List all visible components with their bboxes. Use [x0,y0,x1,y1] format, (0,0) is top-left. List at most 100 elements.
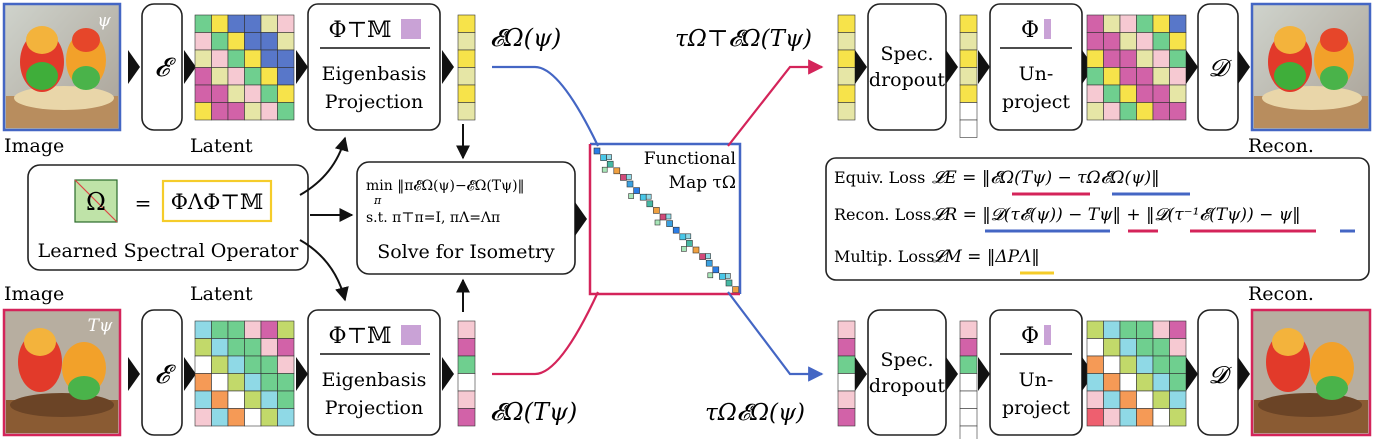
latent-cell [1136,320,1154,339]
latent-cell [211,49,229,68]
latent-cell [260,102,278,121]
projection-formula: Φ⊤𝕄 [328,324,391,349]
projection-line2: Projection [325,91,423,113]
coeff-cell [457,49,476,68]
latent-cell [211,320,229,339]
latent-cell [1136,32,1154,51]
tpsi-mark: Tψ [88,316,113,336]
latent-cell [227,320,245,339]
latent-cell [1169,67,1187,86]
coeff-cell [457,102,476,121]
latent-cell [1152,67,1170,86]
projection-line1: Eigenbasis [322,63,427,85]
encoder-box-bottom [141,309,183,436]
coeff-cell [837,355,856,374]
latent-grid-top [194,14,295,121]
latent-cell [1086,373,1104,392]
latent-cell [194,338,212,357]
latent-cell [260,14,278,33]
latent-cell [277,32,295,51]
fmap-cell [685,233,692,240]
unproject-line2: project [1002,397,1070,419]
latent-cell [227,32,245,51]
latent-cell [1136,373,1154,392]
latent-cell [260,408,278,427]
dropout-line2: dropout [869,69,946,91]
coeff-cell [837,408,856,427]
fmap-cell [666,220,673,227]
fmap-cell [686,240,693,247]
latent-cell [194,408,212,427]
latent-cell [277,390,295,409]
chevron-icon [1238,357,1250,391]
latent-cell [1086,49,1104,68]
latent-cell [211,355,229,374]
latent-cell [1136,390,1154,409]
coeff-cell [457,373,476,392]
dropout-box-top [867,3,947,131]
latent-cell [1086,67,1104,86]
latent-cell [1152,32,1170,51]
latent-cell [260,67,278,86]
latent-cell [1086,408,1104,427]
latent-cell [244,338,262,357]
latent-cell [1169,320,1187,339]
fmap-cell [681,246,687,252]
fmap-cell [679,233,687,241]
latent-cell [260,338,278,357]
chevron-icon [855,50,867,84]
latent-cell [211,408,229,427]
fmap-cell [639,193,647,201]
latent-grid-bottom [194,320,295,427]
coeff-cell [959,84,978,103]
projection-formula: Φ⊤𝕄 [328,18,391,43]
chevron-icon [1186,50,1198,84]
latent-cell [1152,408,1170,427]
latent-cell [1152,320,1170,339]
latent-cell [194,14,212,33]
latent-cell [211,32,229,51]
loss-formula-recon: 𝓛R = ‖𝓓(τ𝓔(ψ)) − Tψ‖ + ‖𝓓(τ⁻¹𝓔(Tψ)) − ψ‖ [932,205,1301,225]
latent-cell [1119,32,1137,51]
latent-cell [1169,14,1187,33]
coeff-cell [959,320,978,339]
latent-cell [277,84,295,103]
latent-cell [1086,32,1104,51]
fmap-cell [712,266,720,274]
latent-cell [1086,320,1104,339]
fmap-cell [672,226,680,234]
input-image-psi [2,2,122,132]
latent-cell [1103,67,1121,86]
latent-cell [1103,355,1121,374]
loss-name-multip: Multip. Loss [834,247,934,266]
dropout-box-bottom [867,309,947,436]
coeff-column-bottom-right [837,320,856,427]
latent-cell [194,32,212,51]
loss-name-recon: Recon. Loss [834,205,931,224]
equals-symbol: = [135,191,152,215]
latent-cell [1152,390,1170,409]
latent-cell [244,102,262,121]
coeff-cell [959,390,978,409]
latent-cell [277,373,295,392]
chevron-icon [978,50,990,84]
chevron-icon [978,357,990,391]
chevron-icon [1238,50,1250,84]
latent-cell [211,338,229,357]
e-psi-label: 𝓔Ω(ψ) [490,24,561,52]
coeff-cell [457,67,476,86]
chevron-icon [855,357,867,391]
latent-cell [194,84,212,103]
chevron-icon [296,357,308,391]
coeff-column-dropout-top [959,14,978,138]
latent-cell [1086,14,1104,33]
solver-min-line: min ‖π𝓔Ω(ψ)−𝓔Ω(Tψ)‖ [366,178,525,194]
latent-cell [1152,102,1170,121]
fmap-cell [645,193,652,200]
solver-st-line: s.t. π⊤π=I, πΛ=Λπ [366,210,500,226]
latent-cell [1103,14,1121,33]
latent-cell [260,32,278,51]
latent-cell [211,84,229,103]
latent-cell [1103,84,1121,103]
